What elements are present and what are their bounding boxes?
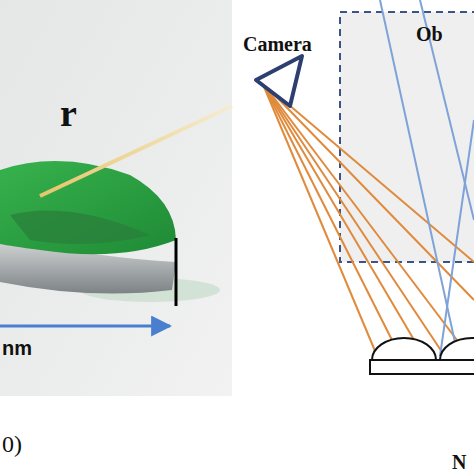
camera-rays xyxy=(262,82,474,358)
region-title: Ob xyxy=(416,24,443,44)
radius-label: r xyxy=(60,94,77,132)
object-box: Ob xyxy=(342,14,472,260)
edge-mark xyxy=(175,238,178,306)
microlens-array xyxy=(370,338,474,374)
light-rays xyxy=(380,0,474,356)
camera-label: Camera xyxy=(243,34,312,54)
panel-label: 0) xyxy=(2,432,22,456)
dimension-arrow xyxy=(0,325,170,328)
dome-shade xyxy=(10,211,150,245)
dimension-label: nm xyxy=(2,338,32,358)
array-label: N xyxy=(452,452,466,472)
photo-ground xyxy=(0,0,232,396)
camera-symbol xyxy=(256,56,302,106)
